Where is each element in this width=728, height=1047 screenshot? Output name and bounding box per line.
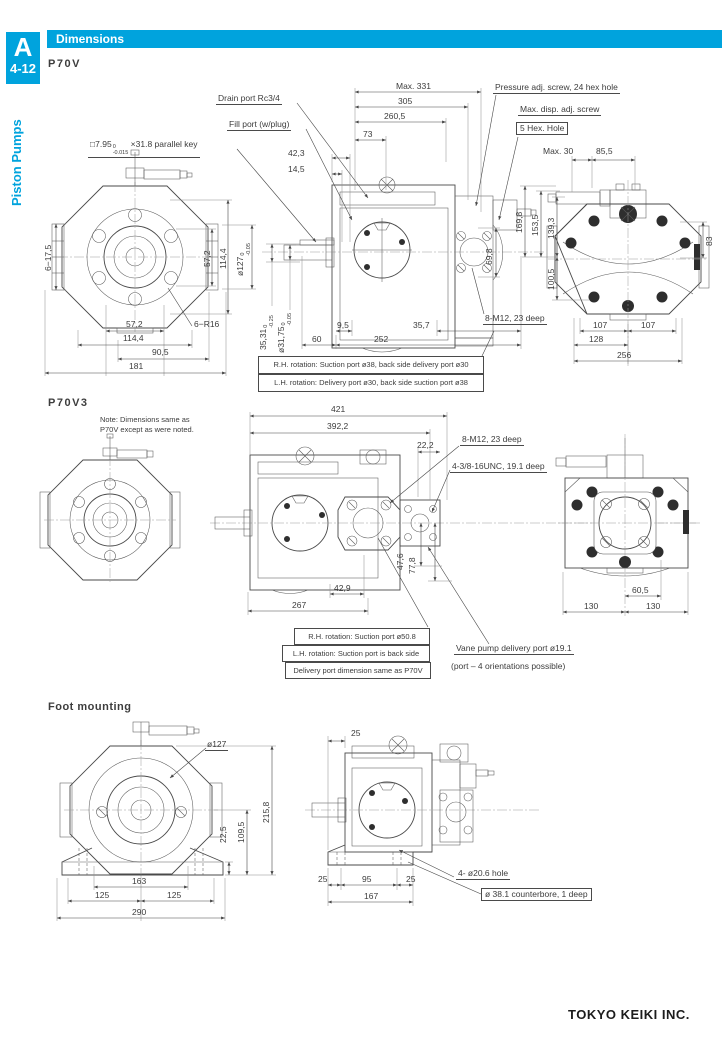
p70v3-front-view — [39, 433, 181, 584]
dim-label: 139,3 — [546, 217, 556, 239]
dim-label: 215,8 — [261, 801, 271, 823]
rotation-note-lh: L.H. rotation: Delivery port ø30, back s… — [258, 374, 484, 392]
rotation-note-lh: L.H. rotation: Suction port is back side — [282, 645, 430, 662]
dim-label: 90,5 — [152, 347, 169, 357]
dim-label: 57,2 — [202, 250, 212, 267]
dim-label: 14,5 — [288, 164, 305, 174]
bolt-callout: 8-M12, 23 deep — [460, 434, 524, 446]
dim-label: 260,5 — [384, 111, 406, 121]
dim-label: 25 — [351, 728, 361, 738]
pilot-dia-callout: ø127 — [205, 739, 229, 751]
dim-label: 252 — [374, 334, 389, 344]
dim-label: 109,5 — [236, 821, 246, 843]
unc-callout: 4-3/8-16UNC, 19.1 deep — [450, 461, 547, 473]
model-title-foot-mounting: Foot mounting — [48, 701, 132, 713]
drain-port-callout: Drain port Rc3/4 — [216, 93, 282, 105]
dim-label: 392,2 — [327, 421, 349, 431]
p70v-front-view — [44, 149, 256, 376]
hex-hole-callout: 5 Hex. Hole — [516, 122, 569, 135]
p70v-side-view — [236, 88, 545, 357]
company-name: TOKYO KEIKI INC. — [568, 1007, 690, 1022]
dim-label: 290 — [132, 907, 147, 917]
dim-label: 22,5 — [218, 826, 228, 843]
dim-label: 95 — [362, 874, 372, 884]
dim-label: 305 — [398, 96, 413, 106]
dim-label: 69,8 — [484, 248, 494, 265]
p70v-rear-view — [520, 156, 710, 366]
dim-label: 85,5 — [596, 146, 613, 156]
p70v3-side-view — [210, 412, 700, 645]
dim-label: 163 — [132, 876, 147, 886]
vane-port-callout: Vane pump delivery port ø19.1 — [454, 643, 574, 655]
section-letter: A — [13, 32, 33, 62]
rotation-note-rh: R.H. rotation: Suction port ø50.8 — [294, 628, 430, 645]
dim-label: 256 — [617, 350, 632, 360]
dim-label: 125 — [167, 890, 182, 900]
dim-label: 267 — [292, 600, 307, 610]
dim-label: 42,9 — [334, 583, 351, 593]
vane-port-callout-2: (port – 4 orientations possible) — [451, 661, 566, 671]
dim-label: 6−17,5 — [43, 244, 53, 271]
hole-callout: 4- ø20.6 hole — [456, 868, 511, 880]
section-title: Dimensions — [56, 32, 125, 46]
dim-label: 125 — [95, 890, 110, 900]
dim-label: 35,7 — [413, 320, 430, 330]
delivery-port-note: Delivery port dimension same as P70V — [285, 662, 431, 679]
counterbore-callout: ø 38.1 counterbore, 1 deep — [481, 888, 592, 901]
dim-label: 153,5 — [530, 214, 540, 236]
dim-label: 130 — [584, 601, 599, 611]
dim-label: 83 — [704, 236, 714, 246]
dim-label: 169,8 — [514, 211, 524, 233]
dim-label: 42,3 — [288, 148, 305, 158]
model-title-p70v3: P70V3 — [48, 397, 89, 409]
dim-label: 22,2 — [417, 440, 434, 450]
section-header-bar: Dimensions — [47, 30, 722, 48]
dim-label: 77,8 — [407, 557, 417, 574]
dim-label: 100,5 — [546, 268, 556, 290]
dim-label: 9,5 — [337, 320, 349, 330]
dim-label: 57,2 — [126, 319, 143, 329]
dim-label: 107 — [593, 320, 608, 330]
dim-label: 60 — [312, 334, 322, 344]
radius-callout: 6−R16 — [194, 319, 220, 329]
dim-label: 114,4 — [218, 248, 228, 269]
dim-label: Max. 30 — [543, 146, 574, 156]
disp-adj-callout: Max. disp. adj. screw — [518, 104, 602, 116]
dim-label: 421 — [331, 404, 346, 414]
pressure-adj-callout: Pressure adj. screw, 24 hex hole — [493, 82, 620, 94]
fill-port-callout: Fill port (w/plug) — [227, 119, 292, 131]
dim-label: 130 — [646, 601, 661, 611]
dim-label: Max. 331 — [396, 81, 431, 91]
dim-label: 107 — [641, 320, 656, 330]
page-index-tab: A 4-12 — [6, 32, 40, 84]
page-number: 4-12 — [9, 61, 37, 76]
model-title-p70v: P70V — [48, 58, 81, 70]
dim-label: 25 — [318, 874, 328, 884]
p70v3-rear-view — [555, 434, 698, 616]
dim-label: 181 — [129, 361, 144, 371]
dim-label: 167 — [364, 891, 379, 901]
dim-label: 114,4 — [123, 333, 144, 343]
sidebar-category-label: Piston Pumps — [9, 119, 24, 206]
bolt-callout: 8-M12, 23 deep — [483, 313, 547, 325]
foot-side-view — [305, 735, 540, 906]
foot-front-view — [56, 721, 276, 921]
dim-label: 47,6 — [395, 553, 405, 570]
rotation-note-rh: R.H. rotation: Suction port ø38, back si… — [258, 356, 484, 374]
p70v3-note: Note: Dimensions same as P70V except as … — [100, 415, 194, 434]
dim-label: 128 — [589, 334, 604, 344]
dim-label: 60,5 — [632, 585, 649, 595]
dim-label: 25 — [406, 874, 416, 884]
dim-label: 73 — [363, 129, 373, 139]
